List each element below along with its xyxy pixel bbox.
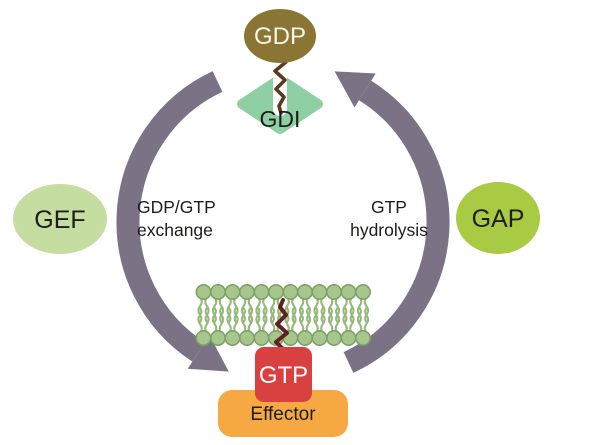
cycle-arrows	[116, 71, 450, 373]
effector-label: Effector	[250, 404, 316, 425]
cycle-arrow-left-head	[187, 335, 229, 372]
exchange-label: GDP/GTP exchange	[137, 197, 216, 240]
effector-node	[218, 390, 348, 437]
gap-node	[456, 182, 540, 254]
exchange-label-line2: exchange	[137, 220, 213, 240]
exchange-label-line1: GDP/GTP	[137, 197, 216, 217]
cycle-arrow-right-head	[334, 71, 376, 108]
gtp-membrane-tether	[274, 298, 289, 351]
hydrolysis-label-line2: hydrolysis	[350, 220, 428, 240]
gdp-gdi-tether	[273, 55, 288, 115]
cycle-arrow-left-shaft	[116, 71, 223, 362]
gef-node	[13, 184, 107, 254]
gdp-label: GDP	[254, 23, 306, 50]
hydrolysis-label-line1: GTP	[371, 197, 407, 217]
cycle-arrow-right-shaft	[343, 80, 450, 373]
gdi-label: GDI	[260, 106, 301, 132]
gtp-label: GTP	[259, 362, 308, 389]
gap-label: GAP	[472, 205, 525, 233]
gef-label: GEF	[34, 206, 85, 234]
hydrolysis-label: GTP hydrolysis	[350, 197, 428, 240]
gdp-node	[244, 9, 316, 63]
gtp-node	[255, 347, 312, 402]
